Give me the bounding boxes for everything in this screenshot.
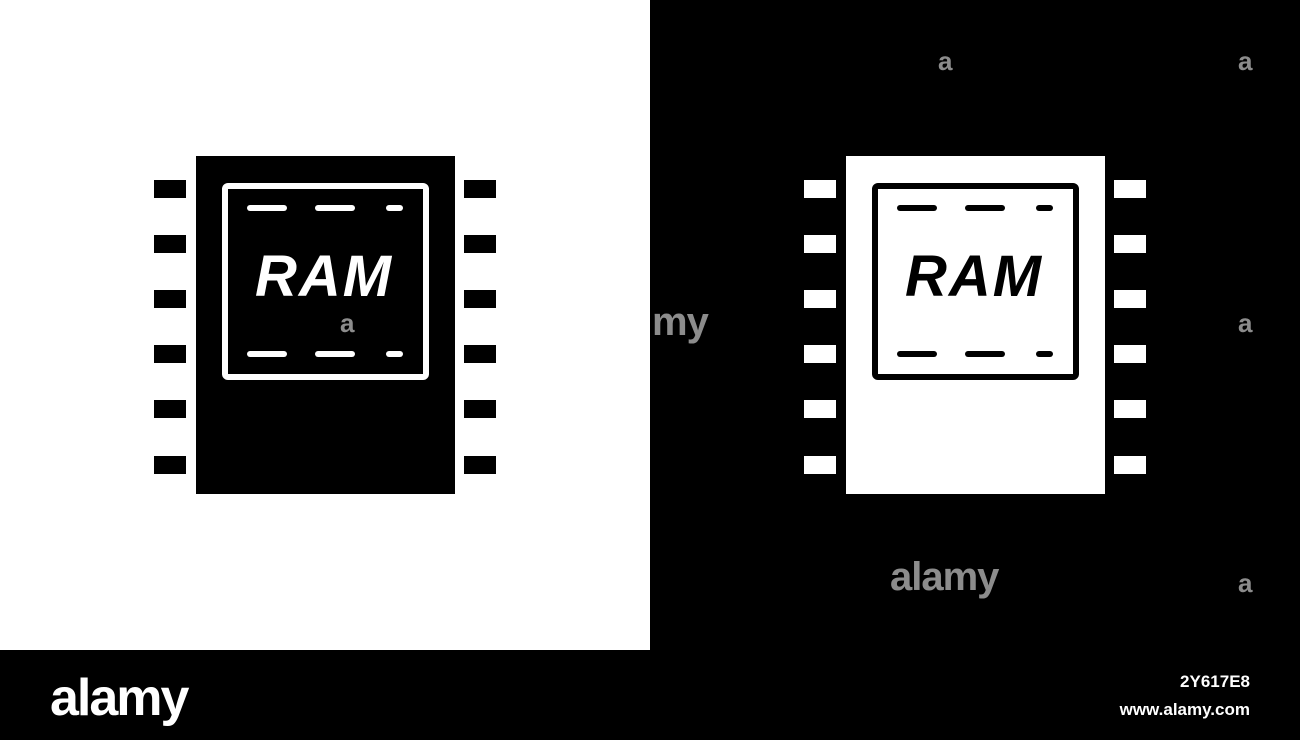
- left-panel: RAM: [0, 0, 650, 650]
- image-id: 2Y617E8: [1180, 672, 1250, 691]
- watermark-brand: alamy: [890, 555, 999, 599]
- ram-chip-icon-outline: RAM: [804, 156, 1146, 494]
- watermark-glyph: a: [1238, 568, 1253, 598]
- site-url: www.alamy.com: [1119, 700, 1250, 719]
- watermark-glyph: a: [938, 46, 953, 76]
- chip-label-right: RAM: [905, 244, 1043, 309]
- watermark-glyph: a: [1238, 308, 1253, 338]
- watermark-glyph: a: [1238, 46, 1253, 76]
- right-panel: RAM: [650, 0, 1300, 650]
- ram-chip-icon-filled: RAM: [154, 156, 496, 494]
- footer-bar: alamy 2Y617E8 www.alamy.com: [0, 650, 1300, 740]
- alamy-logo: alamy: [50, 669, 189, 727]
- watermark-partial: my: [652, 300, 709, 344]
- watermark-glyph: a: [340, 308, 355, 338]
- chip-label-left: RAM: [255, 244, 393, 309]
